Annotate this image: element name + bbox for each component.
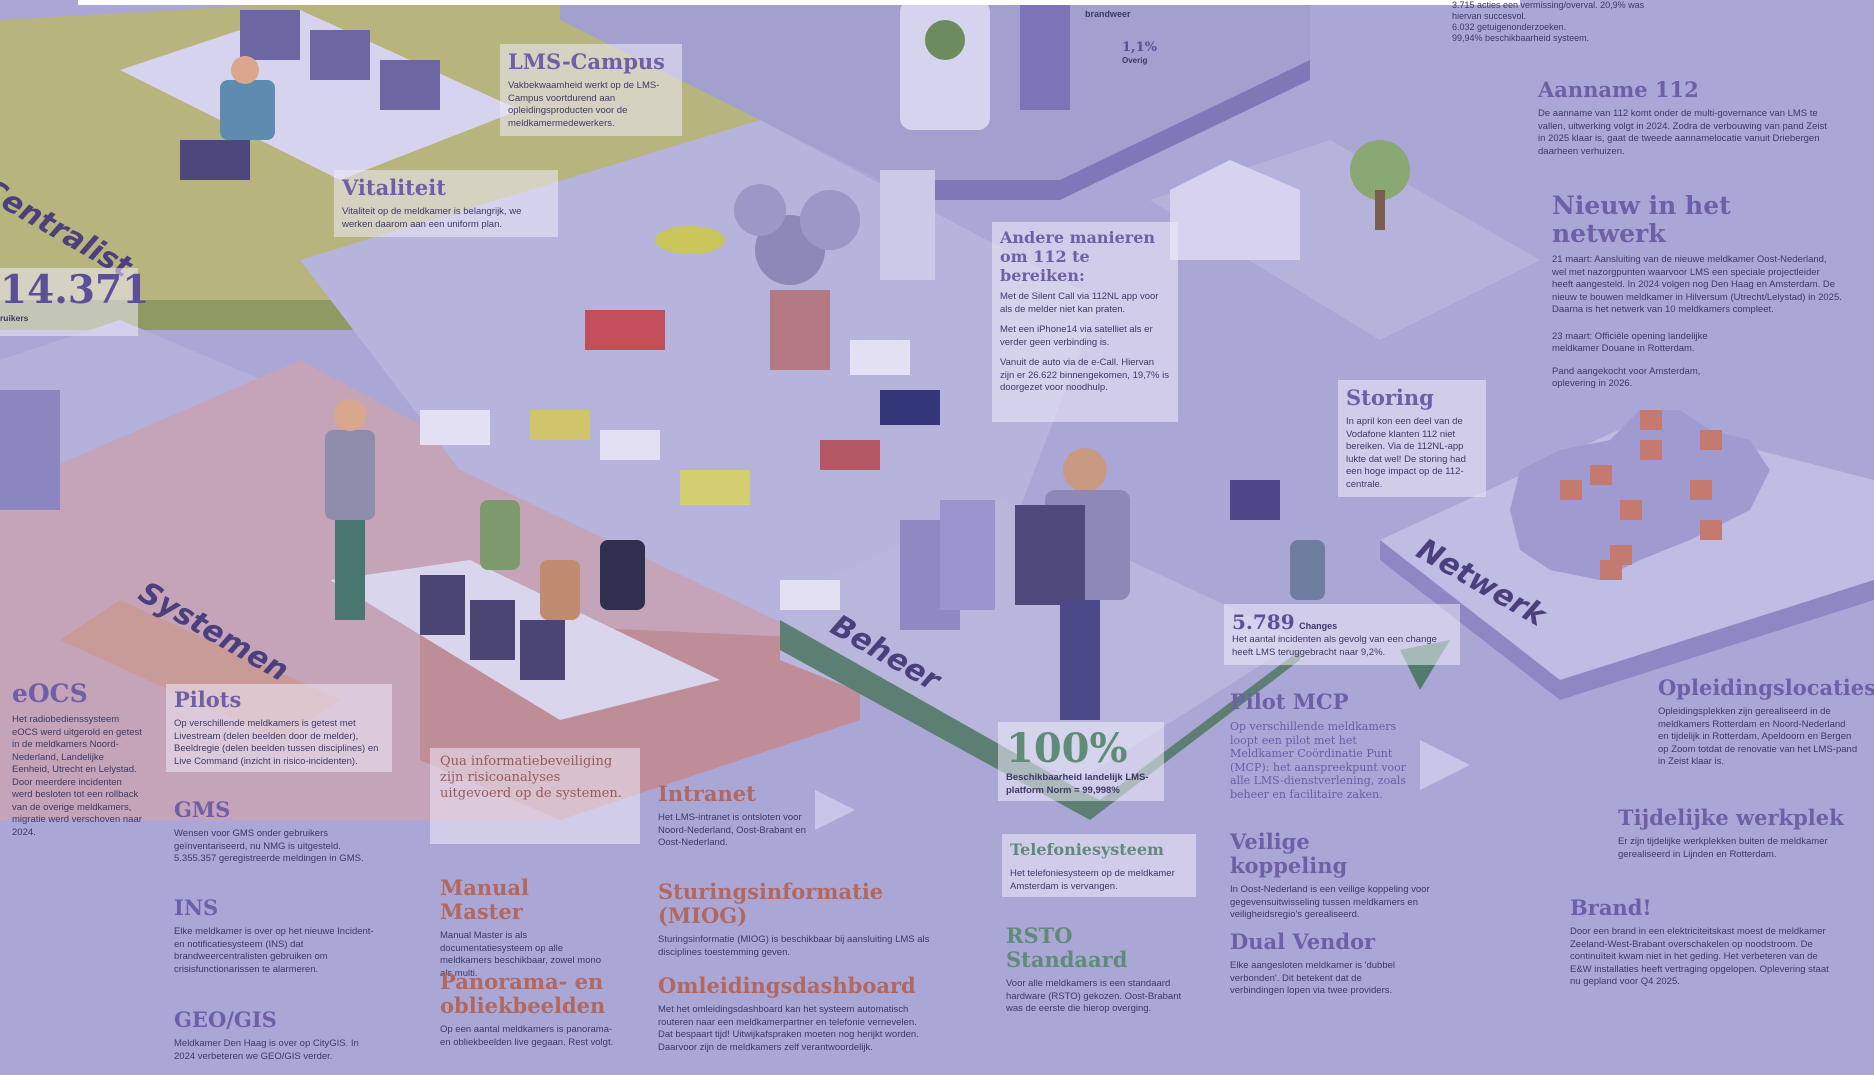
top-white-strip xyxy=(78,0,1520,5)
dual-vendor-title: Dual Vendor xyxy=(1230,929,1376,954)
opleidingslocaties-title: Opleidingslocaties xyxy=(1658,675,1874,700)
ambulance xyxy=(680,470,750,505)
aanname-block: Aanname 112 De aanname van 112 komt onde… xyxy=(1538,78,1828,158)
telefonie-text: Het telefoniesysteem op de meldkamer Ams… xyxy=(1010,868,1175,892)
beschikbaarheid-block: 100% Beschikbaarheid landelijk LMS-platf… xyxy=(998,722,1164,801)
users-stat-value: 14.371 xyxy=(0,267,150,313)
panorama-block: Panorama- en obliekbeelden Op een aantal… xyxy=(440,970,615,1049)
brand-text: Door een brand in een elektriciteitskast… xyxy=(1570,926,1829,987)
geo-block: GEO/GIS Meldkamer Den Haag is over op Ci… xyxy=(174,1008,374,1063)
geo-text: Meldkamer Den Haag is over op CityGIS. I… xyxy=(174,1038,359,1062)
tijdelijke-werkplek-block: Tijdelijke werkplek Er zijn tijdelijke w… xyxy=(1618,806,1858,861)
changes-value: 5.789 xyxy=(1232,610,1295,634)
pilot-mcp-text: Op verschillende meldkamers loopt een pi… xyxy=(1230,720,1407,801)
ins-title: INS xyxy=(174,895,219,920)
sturing-text: Sturingsinformatie (MIOG) is beschikbaar… xyxy=(658,934,930,958)
rsto-title: RSTO Standaard xyxy=(1006,923,1128,972)
ins-text: Elke meldkamer is over op het nieuwe Inc… xyxy=(174,926,374,975)
vitaliteit-block: Vitaliteit Vitaliteit op de meldkamer is… xyxy=(334,170,558,237)
manual-master-block: Manual Master Manual Master is als docum… xyxy=(440,876,615,980)
veilige-koppeling-block: Veilige koppeling In Oost-Nederland is e… xyxy=(1230,830,1430,922)
pilots-text: Op verschillende meldkamers is getest me… xyxy=(174,718,379,767)
sturing-title: Sturingsinformatie (MIOG) xyxy=(658,879,884,928)
intranet-text: Het LMS-intranet is ontsloten voor Noord… xyxy=(658,812,806,848)
dual-vendor-block: Dual Vendor Elke aangesloten meldkamer i… xyxy=(1230,930,1410,998)
nieuw-title: Nieuw in het netwerk xyxy=(1552,191,1731,248)
geo-title: GEO/GIS xyxy=(174,1007,277,1032)
brand-title: Brand! xyxy=(1570,895,1652,920)
overig-label: Overig xyxy=(1122,56,1148,65)
telefonie-title: Telefoniesysteem xyxy=(1010,840,1164,859)
eocs-title: eOCS xyxy=(12,679,88,708)
rsto-text: Voor alle meldkamers is een standaard ha… xyxy=(1006,978,1182,1014)
gms-text: Wensen voor GMS onder gebruikers geïnven… xyxy=(174,828,364,864)
users-stat-label: ruikers xyxy=(0,313,29,323)
manual-master-title: Manual Master xyxy=(440,875,529,924)
rsto-block: RSTO Standaard Voor alle meldkamers is e… xyxy=(1006,924,1186,1016)
informatiebeveiliging-text: Qua informatiebeveiliging zijn risicoana… xyxy=(440,754,622,801)
panorama-text: Op een aantal meldkamers is panorama- en… xyxy=(440,1024,614,1048)
top-right-fragment: 3.715 acties een vermissing/overval. 20,… xyxy=(1452,0,1645,43)
intranet-block: Intranet Het LMS-intranet is ontsloten v… xyxy=(658,782,818,850)
tijdelijke-werkplek-title: Tijdelijke werkplek xyxy=(1618,805,1844,830)
omleiding-block: Omleidingsdashboard Met het omleidingsda… xyxy=(658,974,928,1054)
changes-label: Changes xyxy=(1299,621,1338,631)
police-car xyxy=(420,410,490,445)
brandweer-label: brandweer xyxy=(1085,9,1131,19)
aanname-text: De aanname van 112 komt onder de multi-g… xyxy=(1538,108,1827,157)
users-stat: 14.371 ruikers xyxy=(0,267,150,336)
storing-block: Storing In april kon een deel van de Vod… xyxy=(1338,380,1486,497)
sturing-block: Sturingsinformatie (MIOG) Sturingsinform… xyxy=(658,880,958,959)
informatiebeveiliging-block: Qua informatiebeveiliging zijn risicoana… xyxy=(430,748,640,844)
telefonie-block: Telefoniesysteem Het telefoniesysteem op… xyxy=(1002,834,1196,897)
opleidingslocaties-text: Opleidingsplekken zijn gerealiseerd in d… xyxy=(1658,706,1858,767)
opleidingslocaties-block: Opleidingslocaties Opleidingsplekken zij… xyxy=(1658,675,1874,769)
fire-truck xyxy=(585,310,665,350)
aanname-title: Aanname 112 xyxy=(1538,77,1699,102)
storing-text: In april kon een deel van de Vodafone kl… xyxy=(1346,416,1466,490)
intranet-title: Intranet xyxy=(658,781,756,806)
omleiding-text: Met het omleidingsdashboard kan het syst… xyxy=(658,1004,919,1053)
helicopter xyxy=(655,226,725,254)
eocs-text: Het radiobedienssysteem eOCS werd uitger… xyxy=(12,714,142,838)
ins-block: INS Elke meldkamer is over op het nieuwe… xyxy=(174,896,374,976)
server-rack xyxy=(0,390,60,510)
dual-vendor-text: Elke aangesloten meldkamer is 'dubbel ve… xyxy=(1230,960,1395,996)
gms-title: GMS xyxy=(174,797,231,822)
omleiding-title: Omleidingsdashboard xyxy=(658,973,916,998)
storing-title: Storing xyxy=(1346,385,1434,410)
tijdelijke-werkplek-text: Er zijn tijdelijke werkplekken buiten de… xyxy=(1618,836,1828,860)
manual-master-text: Manual Master is als documentatiesysteem… xyxy=(440,930,602,979)
brand-block: Brand! Door een brand in een elektricite… xyxy=(1570,896,1832,989)
centralist-person xyxy=(220,80,275,140)
changes-text: Het aantal incidenten als gevolg van een… xyxy=(1232,634,1437,658)
beschikbaarheid-text: Beschikbaarheid landelijk LMS-platform N… xyxy=(1006,772,1149,796)
eocs-block: eOCS Het radiobedienssysteem eOCS werd u… xyxy=(12,680,142,839)
beschikbaarheid-value: 100% xyxy=(1006,725,1128,772)
pilots-title: Pilots xyxy=(174,687,242,712)
veilige-koppeling-text: In Oost-Nederland is een veilige koppeli… xyxy=(1230,884,1430,920)
lms-campus-block: LMS-Campus Vakbekwaamheid werkt op de LM… xyxy=(500,44,682,136)
overig-percent: 1,1% xyxy=(1122,40,1157,55)
netherlands-map xyxy=(1510,410,1770,580)
lms-campus-title: LMS-Campus xyxy=(508,49,665,74)
veilige-koppeling-title: Veilige koppeling xyxy=(1230,829,1348,878)
phone-illustration xyxy=(900,0,990,130)
nieuw-block: Nieuw in het netwerk 21 maart: Aansluiti… xyxy=(1552,191,1842,390)
andere-manieren-block: Andere manieren om 112 te bereiken: Met … xyxy=(992,222,1178,422)
pilot-mcp-block: Pilot MCP Op verschillende meldkamers lo… xyxy=(1230,690,1412,801)
vitaliteit-title: Vitaliteit xyxy=(342,175,446,200)
pilots-block: Pilots Op verschillende meldkamers is ge… xyxy=(166,684,392,772)
gms-block: GMS Wensen voor GMS onder gebruikers geï… xyxy=(174,798,374,866)
pilot-mcp-title: Pilot MCP xyxy=(1230,689,1349,714)
lms-campus-text: Vakbekwaamheid werkt op de LMS-Campus vo… xyxy=(508,80,660,129)
vitaliteit-text: Vitaliteit op de meldkamer is belangrijk… xyxy=(342,206,522,230)
changes-block: 5.789 Changes Het aantal incidenten als … xyxy=(1224,604,1460,665)
andere-manieren-title: Andere manieren om 112 te bereiken: xyxy=(1000,228,1156,285)
panorama-title: Panorama- en obliekbeelden xyxy=(440,969,606,1018)
